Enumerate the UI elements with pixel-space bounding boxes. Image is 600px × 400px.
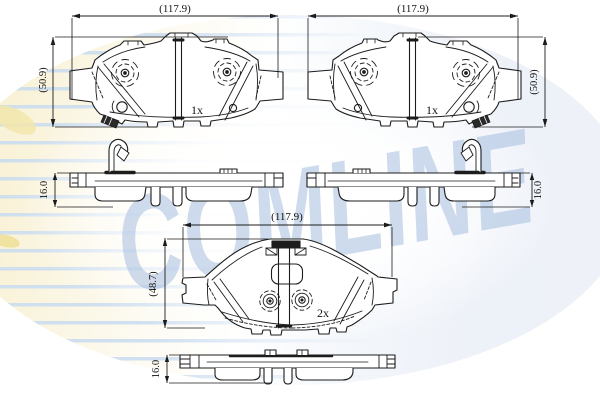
thickness-dimension-label: 16.0: [39, 181, 50, 199]
width-dimension-label: (117.9): [397, 3, 429, 15]
thickness-dimension-label: 16.0: [151, 360, 162, 378]
width-dimension-label: (117.9): [271, 211, 303, 223]
height-dimension-label: (50.9): [529, 69, 540, 95]
quantity-label: 2x: [317, 306, 329, 320]
thickness-dimension-label: 16.0: [533, 181, 544, 199]
brake-pad-side-view-left: [68, 137, 285, 208]
brake-pad-back-view-left: [68, 31, 285, 130]
width-dimension-label: (117.9): [159, 3, 191, 15]
brake-pad-back-view-right: [306, 31, 523, 130]
dimension-annotations: [50, 13, 548, 384]
brake-pad-side-view-bottom: [179, 349, 396, 385]
height-dimension-label: (48.7): [148, 271, 159, 297]
quantity-label: 1x: [426, 103, 438, 117]
dimension-arrowheads: [50, 13, 548, 383]
brake-pad-front-view-bottom: [181, 238, 398, 336]
quantity-label: 1x: [191, 103, 203, 117]
height-dimension-label: (50.9): [38, 67, 49, 93]
